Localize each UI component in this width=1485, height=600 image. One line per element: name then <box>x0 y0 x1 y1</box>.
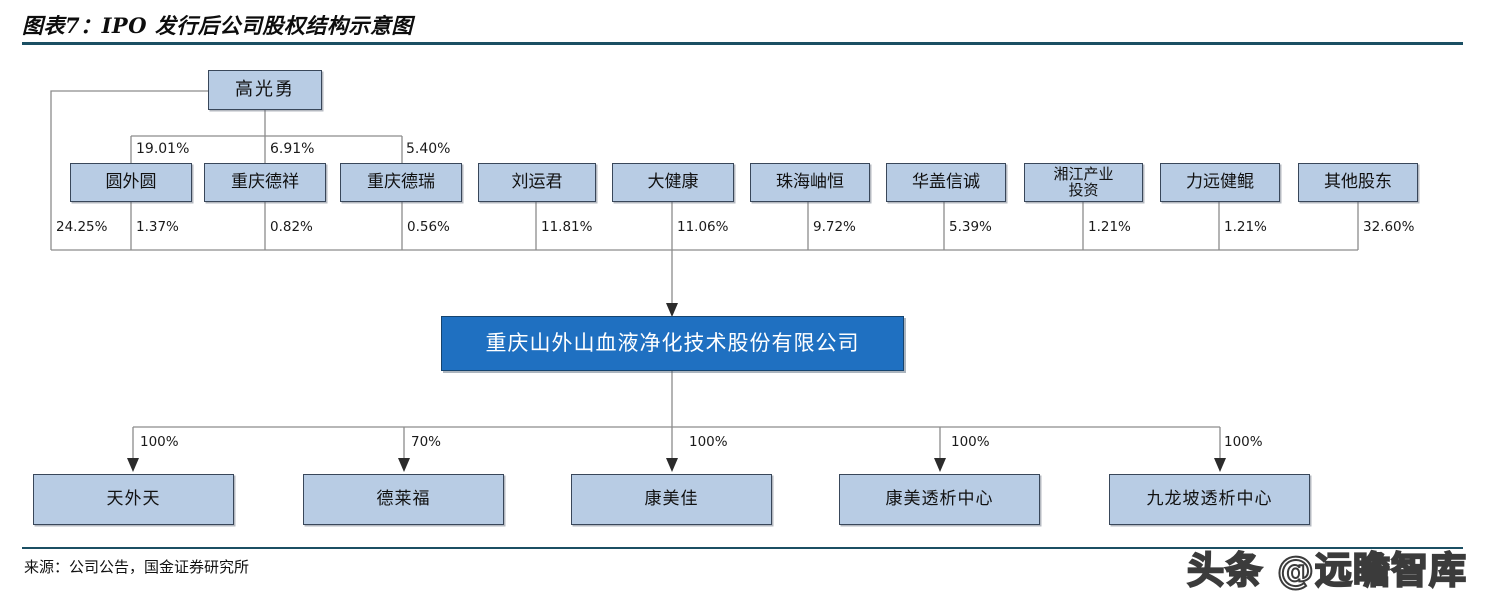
node-listed-company[interactable]: 重庆山外山血液净化技术股份有限公司 <box>441 316 904 371</box>
node-label: 康美佳 <box>644 489 699 510</box>
pct-controller-to-yuanwaiyuan: 19.01% <box>136 141 190 157</box>
node-label: 刘运君 <box>511 172 563 193</box>
pct-liuyunjun: 11.81% <box>541 219 593 235</box>
pct-controller-to-chongqingdexiang: 6.91% <box>270 141 315 157</box>
node-controller[interactable]: 高光勇 <box>208 70 322 110</box>
arrow-to-company <box>666 303 678 317</box>
node-label: 其他股东 <box>1324 172 1392 193</box>
node-label: 力远健鲲 <box>1186 172 1254 193</box>
pct-subsidiary-kangmeitouxi: 100% <box>951 434 990 450</box>
node-label-line2: 投资 <box>1068 180 1099 199</box>
node-shareholder-liyuanjiankun[interactable]: 力远健鲲 <box>1160 163 1280 202</box>
node-label-line1: 湘江产业 <box>1053 164 1114 183</box>
node-shareholder-dajiankang[interactable]: 大健康 <box>612 163 734 202</box>
pct-subsidiary-kangmeijia: 100% <box>689 434 728 450</box>
node-label: 华盖信诚 <box>912 172 980 193</box>
title-divider <box>22 42 1463 45</box>
pct-subsidiary-delaifu: 70% <box>411 434 442 450</box>
node-subsidiary-tianwaitian[interactable]: 天外天 <box>33 474 234 525</box>
node-label: 重庆德瑞 <box>367 172 435 193</box>
node-listed-company-label: 重庆山外山血液净化技术股份有限公司 <box>485 330 860 355</box>
pct-zhuhaixiuheng: 9.72% <box>813 219 856 235</box>
node-label: 天外天 <box>106 489 161 510</box>
pct-chongqingderui: 0.56% <box>407 219 450 235</box>
pct-qitagudong: 32.60% <box>1363 219 1415 235</box>
footer-divider <box>22 547 1463 549</box>
pct-dajiankang: 11.06% <box>677 219 729 235</box>
node-shareholder-liuyunjun[interactable]: 刘运君 <box>478 163 596 202</box>
node-shareholder-chongqingdexiang[interactable]: 重庆德祥 <box>204 163 326 202</box>
node-label: 康美透析中心 <box>885 489 994 510</box>
pct-liyuanjiankun: 1.21% <box>1224 219 1267 235</box>
node-label: 圆外圆 <box>105 172 157 193</box>
node-label: 重庆德祥 <box>231 172 299 193</box>
source-note: 来源：公司公告，国金证券研究所 <box>24 558 250 576</box>
page-title: 图表7：IPO 发行后公司股权结构示意图 <box>22 13 413 38</box>
pct-huagaixincheng: 5.39% <box>949 219 992 235</box>
node-label: 大健康 <box>647 172 699 193</box>
pct-gaoguangyong-direct: 24.25% <box>56 219 108 235</box>
pct-controller-to-chongqingderui: 5.40% <box>406 141 451 157</box>
node-subsidiary-kangmeitouxi[interactable]: 康美透析中心 <box>839 474 1040 525</box>
node-shareholder-xiangjiangchanye[interactable]: 湘江产业 投资 <box>1024 163 1143 202</box>
pct-yuanwaiyuan: 1.37% <box>136 219 179 235</box>
node-subsidiary-jiulongpo[interactable]: 九龙坡透析中心 <box>1109 474 1310 525</box>
pct-xiangjiangchanye: 1.21% <box>1088 219 1131 235</box>
node-shareholder-qitagudong[interactable]: 其他股东 <box>1298 163 1418 202</box>
node-shareholder-yuanwaiyuan[interactable]: 圆外圆 <box>70 163 192 202</box>
node-shareholder-chongqingderui[interactable]: 重庆德瑞 <box>340 163 462 202</box>
node-label: 德莱福 <box>376 489 431 510</box>
node-label: 九龙坡透析中心 <box>1146 489 1273 510</box>
node-shareholder-zhuhaixiuheng[interactable]: 珠海岫恒 <box>750 163 870 202</box>
node-subsidiary-kangmeijia[interactable]: 康美佳 <box>571 474 772 525</box>
watermark: 头条 @远瞻智库 <box>1186 548 1467 593</box>
pct-subsidiary-tianwaitian: 100% <box>140 434 179 450</box>
node-shareholder-huagaixincheng[interactable]: 华盖信诚 <box>886 163 1006 202</box>
pct-chongqingdexiang: 0.82% <box>270 219 313 235</box>
node-controller-label: 高光勇 <box>235 79 295 101</box>
node-subsidiary-delaifu[interactable]: 德莱福 <box>303 474 504 525</box>
node-label: 珠海岫恒 <box>776 172 844 193</box>
pct-subsidiary-jiulongpo: 100% <box>1224 434 1263 450</box>
